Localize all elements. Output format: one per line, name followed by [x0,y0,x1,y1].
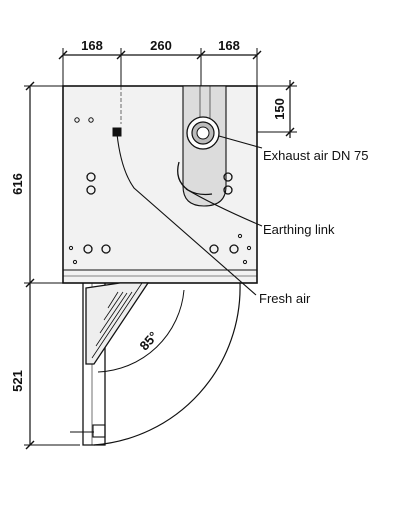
door-swing-arc [93,282,241,446]
label-exhaust-air: Exhaust air DN 75 [263,148,369,163]
top-dimension: 168 260 168 [58,38,262,86]
leader-lines [116,133,263,296]
leader-fresh-air [116,133,257,296]
left-dimension: 616 521 [10,81,80,450]
dim-top-left: 168 [81,38,103,53]
door-angle-label: 85° [137,329,161,354]
door-assembly: 85° [70,282,241,446]
dim-top-middle: 260 [150,38,172,53]
leader-exhaust [218,135,263,149]
dim-left-lower: 521 [10,370,25,392]
dim-top-right: 168 [218,38,240,53]
dim-right-vertical: 150 [272,98,287,120]
unit-body [62,85,258,284]
dim-left-upper: 616 [10,173,25,195]
label-fresh-air: Fresh air [259,291,311,306]
label-earthing-link: Earthing link [263,222,335,237]
leader-earthing [185,188,263,227]
right-dimension: 150 [226,80,297,138]
